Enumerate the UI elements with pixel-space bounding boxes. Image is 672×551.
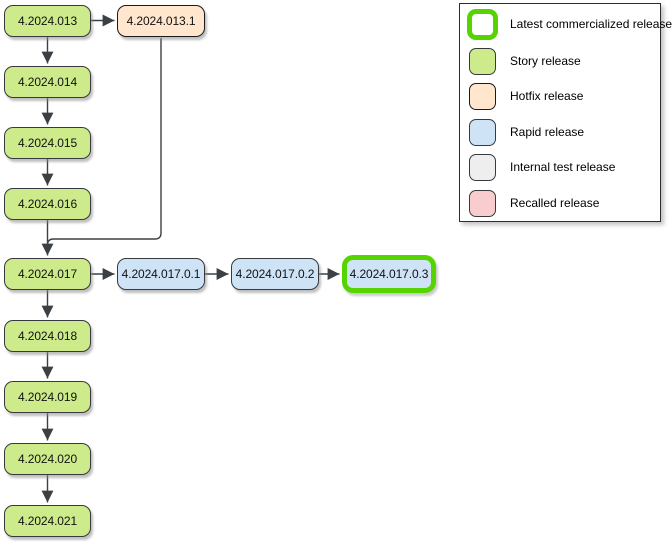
node-4-2024-013-1: 4.2024.013.1 (117, 5, 205, 37)
legend: Latest commercialized release Story rele… (459, 3, 672, 222)
legend-label: Recalled release (510, 196, 600, 210)
node-4-2024-018: 4.2024.018 (4, 320, 91, 352)
legend-item-hotfix-release: Hotfix release (469, 81, 583, 111)
story-release-swatch (469, 47, 496, 75)
node-4-2024-017-0-2: 4.2024.017.0.2 (231, 258, 319, 290)
internal-test-release-swatch (469, 153, 496, 181)
latest-commercialized-swatch (467, 8, 498, 40)
legend-item-internal-test-release: Internal test release (469, 152, 615, 182)
hotfix-release-swatch (469, 82, 496, 110)
node-4-2024-014: 4.2024.014 (4, 66, 91, 98)
legend-item-latest-commercialized: Latest commercialized release (467, 8, 672, 40)
legend-label: Story release (510, 54, 581, 68)
legend-label: Latest commercialized release (510, 17, 672, 31)
node-4-2024-016: 4.2024.016 (4, 188, 91, 220)
legend-item-rapid-release: Rapid release (469, 117, 584, 147)
legend-label: Hotfix release (510, 89, 584, 103)
recalled-release-swatch (469, 189, 496, 217)
legend-label: Rapid release (510, 125, 585, 139)
node-4-2024-013: 4.2024.013 (4, 5, 91, 37)
legend-item-story-release: Story release (469, 46, 581, 76)
node-4-2024-017-0-3-latest: 4.2024.017.0.3 (342, 255, 436, 293)
node-4-2024-017-0-1: 4.2024.017.0.1 (117, 258, 205, 290)
legend-item-recalled-release: Recalled release (469, 188, 599, 218)
node-4-2024-021: 4.2024.021 (4, 505, 91, 537)
rapid-release-swatch (469, 118, 496, 146)
node-4-2024-017: 4.2024.017 (4, 258, 91, 290)
node-4-2024-020: 4.2024.020 (4, 443, 91, 475)
legend-label: Internal test release (510, 160, 616, 174)
node-4-2024-019: 4.2024.019 (4, 381, 91, 413)
node-4-2024-015: 4.2024.015 (4, 127, 91, 159)
